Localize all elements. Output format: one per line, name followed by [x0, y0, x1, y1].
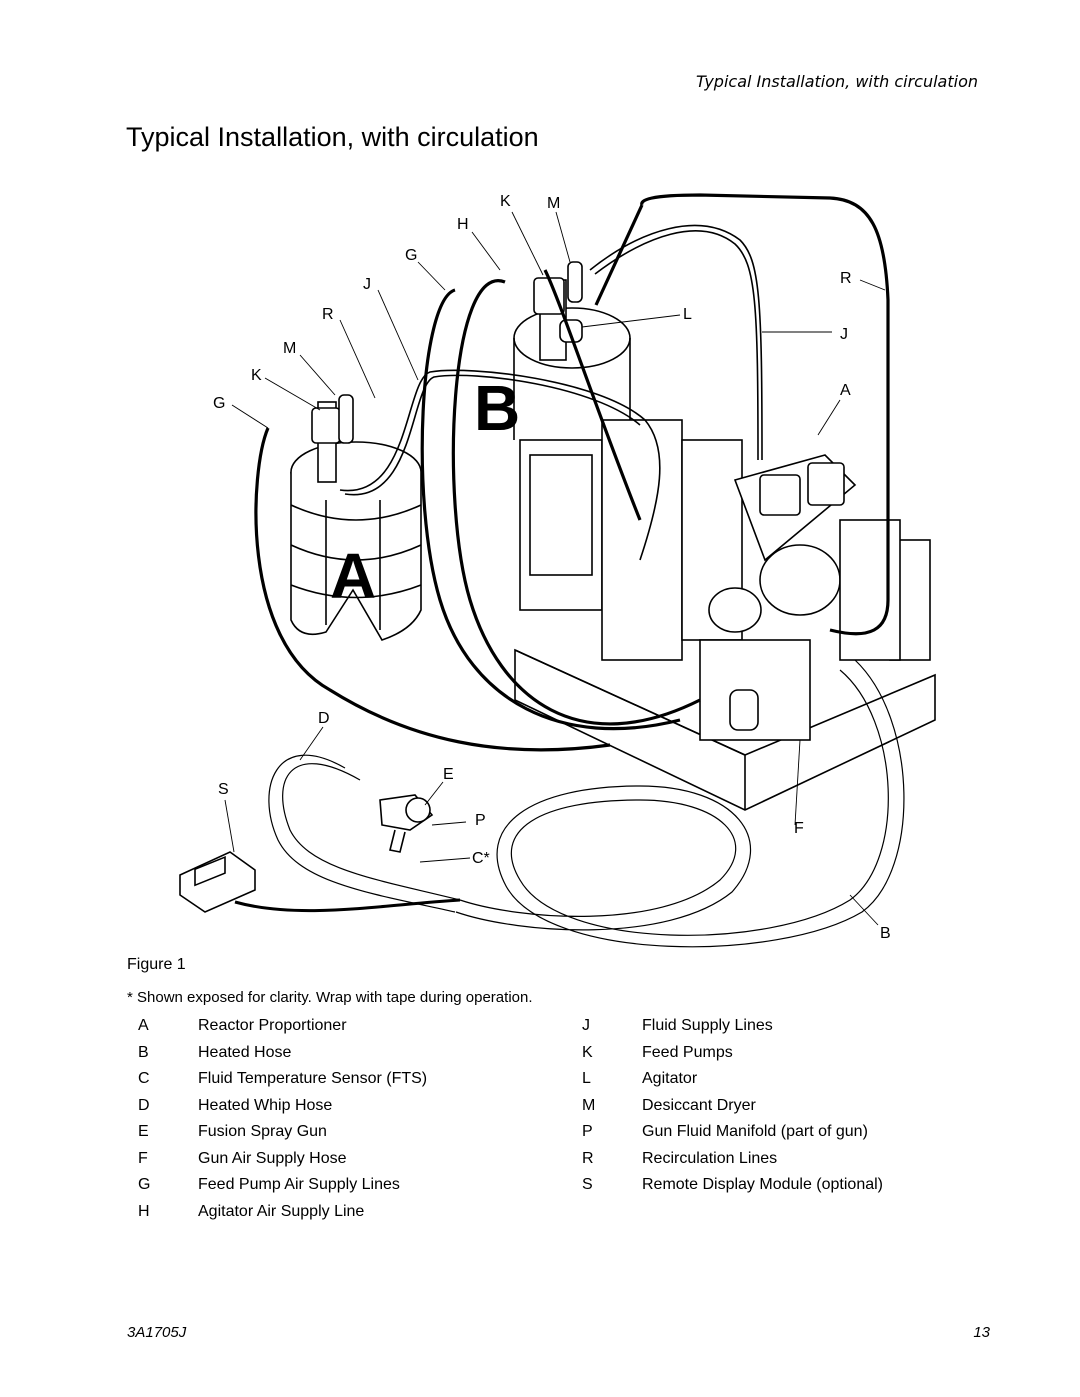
legend-letter: H [138, 1202, 150, 1220]
legend-letter: S [582, 1176, 593, 1193]
fluid-supply-lines [339, 224, 763, 561]
callout-f: F [794, 820, 804, 837]
legend-text: Gun Air Supply Hose [198, 1149, 347, 1167]
callout-h: H [457, 216, 469, 233]
installation-diagram: A B [179, 193, 936, 948]
legend-text: Desiccant Dryer [642, 1096, 756, 1114]
legend-letter: K [582, 1043, 593, 1061]
callout-g-top: G [405, 247, 417, 264]
legend-letter: L [582, 1070, 591, 1087]
callout-r-left: R [322, 306, 334, 323]
legend-row: B Heated Hose [138, 1043, 558, 1070]
legend-letter: M [582, 1096, 596, 1114]
legend-text: Fusion Spray Gun [198, 1123, 327, 1140]
legend-text: Heated Hose [198, 1043, 292, 1061]
legend-row: S Remote Display Module (optional) [582, 1175, 1002, 1202]
legend-text: Reactor Proportioner [198, 1017, 347, 1034]
legend-row: K Feed Pumps [582, 1043, 1002, 1070]
spray-gun [379, 794, 434, 853]
legend-text: Heated Whip Hose [198, 1096, 333, 1114]
callout-m-left: M [283, 340, 296, 357]
legend-text: Gun Fluid Manifold (part of gun) [642, 1123, 868, 1140]
legend-row: D Heated Whip Hose [138, 1096, 558, 1123]
footer-page-number: 13 [973, 1324, 990, 1341]
heated-hose [268, 659, 905, 948]
legend-row: L Agitator [582, 1069, 1002, 1096]
legend-row: A Reactor Proportioner [138, 1016, 558, 1043]
recirculation-lines [254, 193, 890, 752]
legend-row: C Fluid Temperature Sensor (FTS) [138, 1069, 558, 1096]
callout-b-bottom: B [880, 925, 891, 942]
legend-letter: E [138, 1123, 149, 1140]
legend-left-column: A Reactor Proportioner B Heated Hose C Flui… [138, 1016, 558, 1228]
legend-text: Agitator Air Supply Line [198, 1202, 365, 1220]
callout-a-right: A [840, 382, 851, 399]
drum-a-label: A [330, 540, 376, 612]
legend-letter: C [138, 1070, 150, 1087]
callout-p: P [475, 812, 486, 829]
legend-text: Fluid Supply Lines [642, 1017, 773, 1034]
drum-b-label: B [474, 372, 520, 444]
legend-row: E Fusion Spray Gun [138, 1122, 558, 1149]
legend-text: Feed Pumps [642, 1043, 733, 1061]
callout-l: L [683, 306, 692, 323]
drum-a [290, 394, 422, 641]
legend-row: R Recirculation Lines [582, 1149, 1002, 1176]
legend-text: Feed Pump Air Supply Lines [198, 1176, 400, 1193]
callout-k-top: K [500, 193, 511, 210]
remote-display-module [179, 851, 461, 913]
callout-g-left: G [213, 395, 225, 412]
callout-j-right: J [840, 326, 848, 343]
legend-letter: G [138, 1176, 151, 1193]
legend-letter: A [138, 1017, 149, 1034]
callout-j-top: J [363, 276, 371, 293]
legend-row: P Gun Fluid Manifold (part of gun) [582, 1122, 1002, 1149]
legend-letter: P [582, 1123, 593, 1140]
legend-row: J Fluid Supply Lines [582, 1016, 1002, 1043]
legend-right-column: J Fluid Supply Lines K Feed Pumps L Agitato… [582, 1016, 1002, 1202]
legend-letter: F [138, 1149, 148, 1167]
legend-letter: B [138, 1043, 149, 1061]
callout-m-top: M [547, 195, 560, 212]
drum-b [513, 261, 631, 440]
callout-d: D [318, 710, 330, 727]
legend-row: M Desiccant Dryer [582, 1096, 1002, 1123]
legend-text: Fluid Temperature Sensor (FTS) [198, 1070, 428, 1087]
legend-text: Remote Display Module (optional) [642, 1176, 883, 1193]
callout-s: S [218, 781, 229, 798]
reactor-proportioner [514, 419, 936, 811]
legend-row: G Feed Pump Air Supply Lines [138, 1175, 558, 1202]
callout-c-star: C* [472, 850, 490, 867]
legend-letter: J [582, 1017, 590, 1034]
running-header: Typical Installation, with circulation [695, 72, 978, 91]
leader-lines [224, 211, 886, 926]
footnote: * Shown exposed for clarity. Wrap with t… [127, 989, 533, 1006]
legend-text: Agitator [642, 1070, 698, 1087]
legend-letter: R [582, 1149, 594, 1167]
footer-doc-number: 3A1705J [127, 1324, 187, 1341]
legend-letter: D [138, 1096, 150, 1114]
legend-row: F Gun Air Supply Hose [138, 1149, 558, 1176]
figure-caption: Figure 1 [127, 956, 186, 973]
callout-k-left: K [251, 367, 262, 384]
legend-row: H Agitator Air Supply Line [138, 1202, 558, 1229]
callout-e: E [443, 766, 454, 783]
legend-text: Recirculation Lines [642, 1149, 778, 1167]
page-title: Typical Installation, with circulation [126, 122, 539, 152]
callout-r-right: R [840, 270, 852, 287]
